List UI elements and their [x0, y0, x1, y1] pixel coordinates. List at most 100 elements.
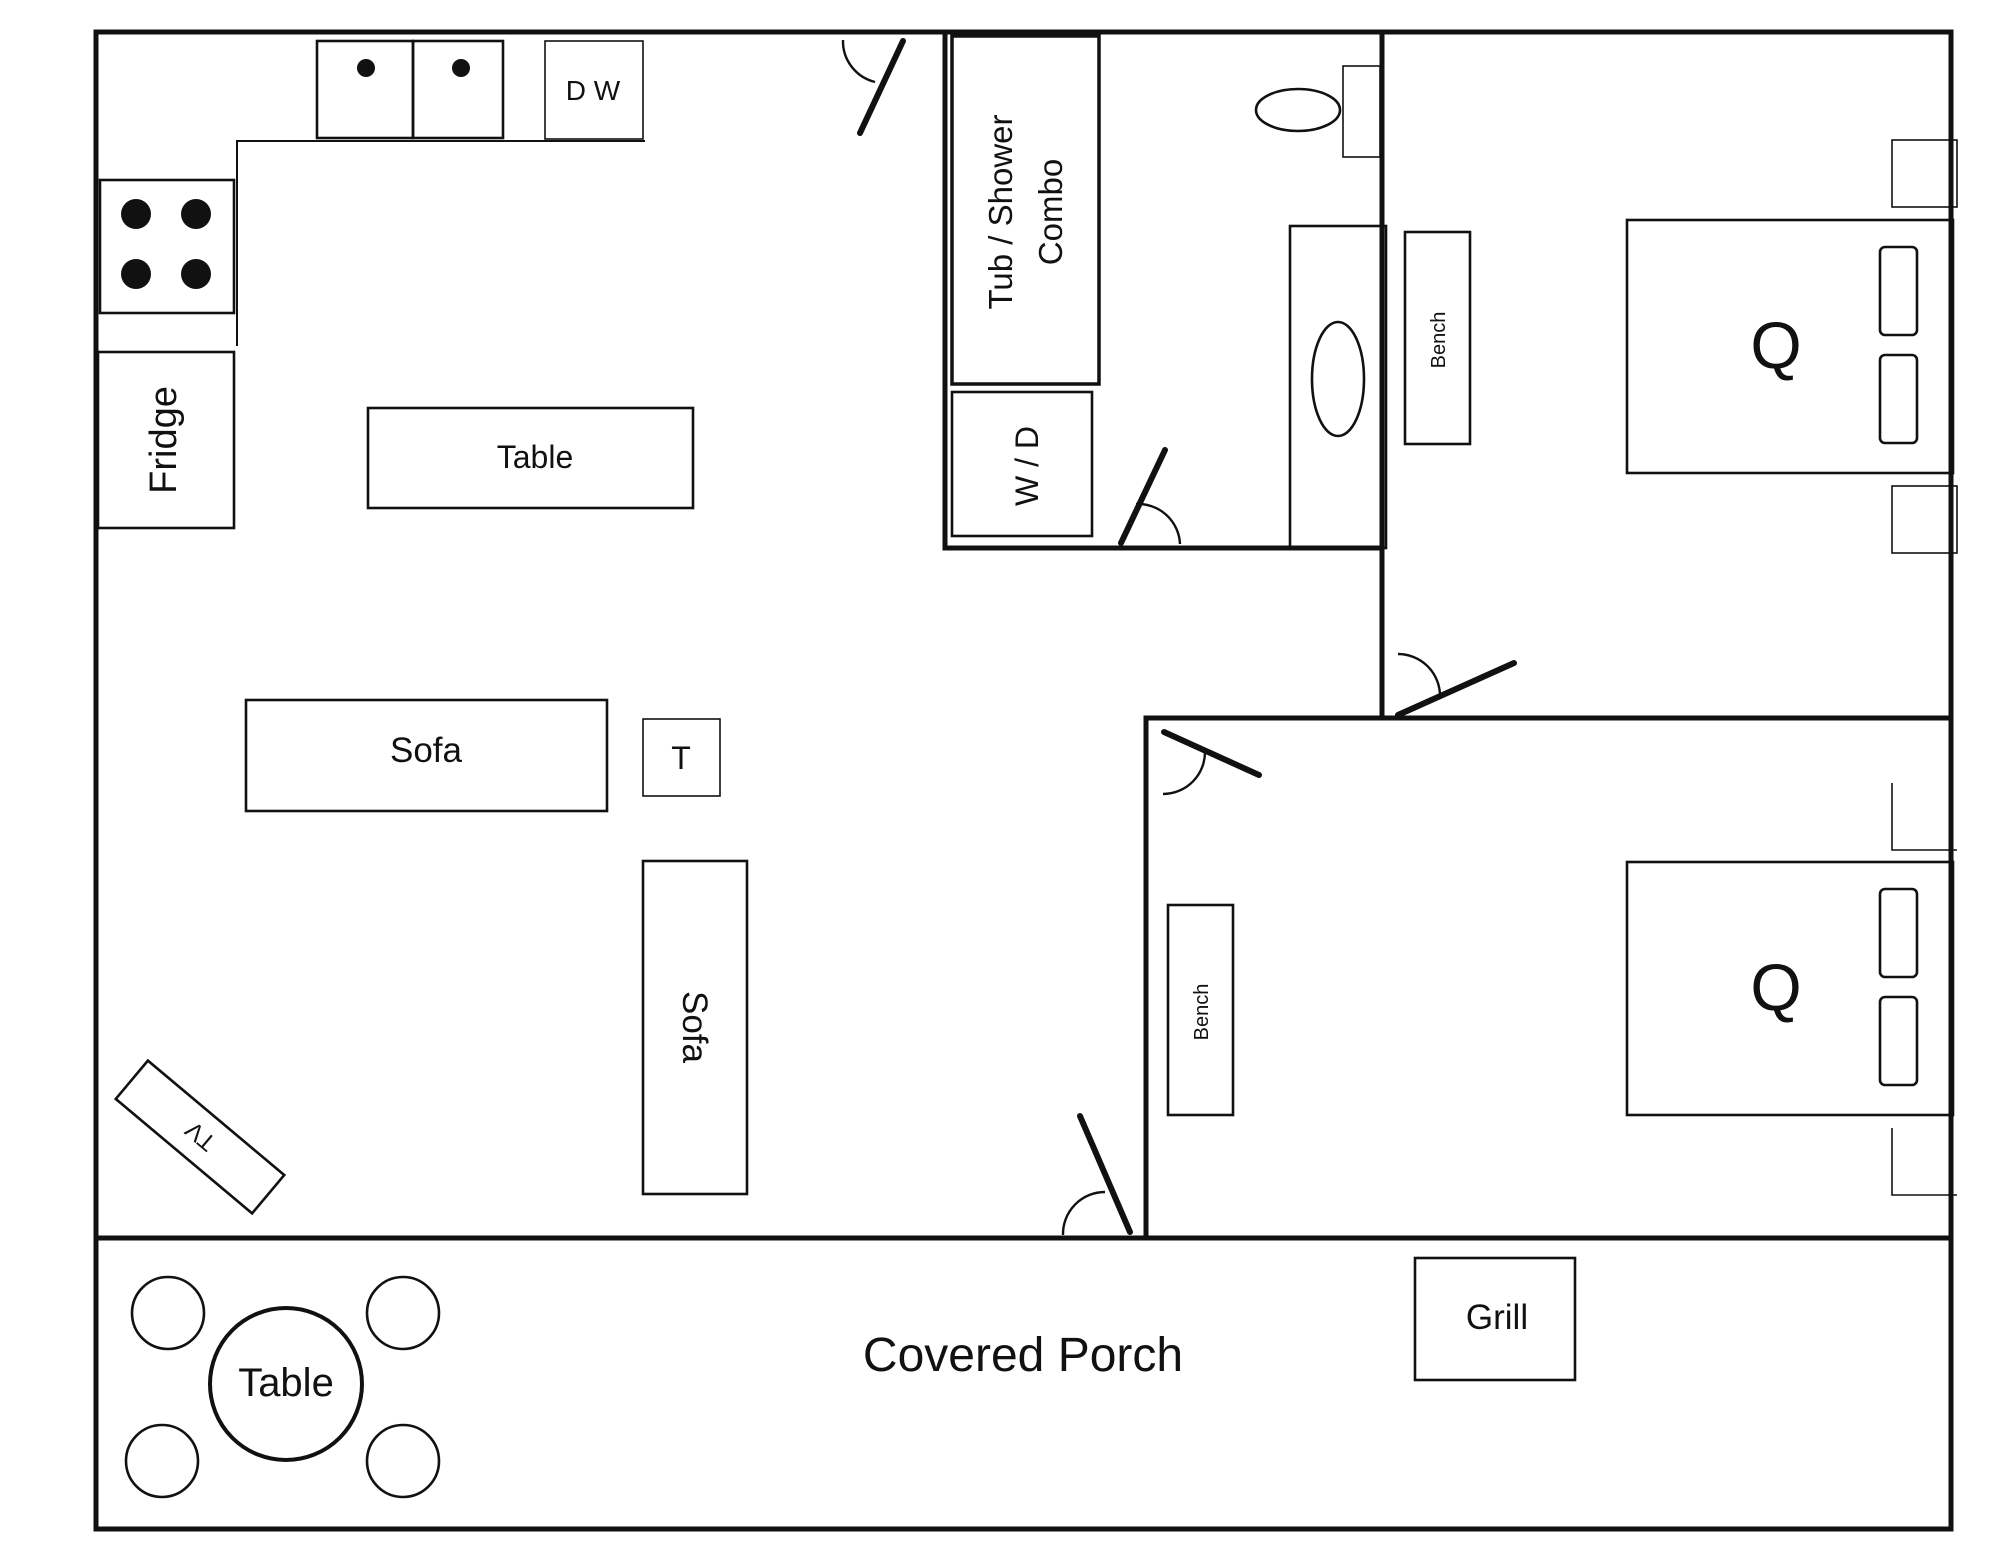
- door-bedroom-1-leaf: [1395, 660, 1517, 718]
- stove-top: [98, 178, 236, 315]
- stove: [98, 178, 236, 315]
- door-bedroom-2-swing: [1162, 751, 1207, 796]
- stove-burner-1: [121, 199, 151, 229]
- tv-label: TV: [181, 1116, 222, 1156]
- porch-table: [208, 1306, 364, 1462]
- kitchen-table-label: Table: [497, 439, 574, 475]
- door-bathroom-swing: [1135, 502, 1182, 545]
- porch-chair-3: [124, 1423, 200, 1499]
- porch-chair-2: [365, 1275, 441, 1351]
- bench-1: Bench: [1403, 230, 1472, 446]
- door-porch-leaf: [1077, 1113, 1133, 1235]
- door-porch: [1061, 1113, 1133, 1236]
- bed-2: Q: [1625, 860, 1955, 1117]
- door-kitchen-top: [841, 38, 906, 136]
- door-bedroom-2-leaf: [1161, 729, 1262, 778]
- door-bedroom-2: [1161, 729, 1262, 796]
- sofa-2: Sofa: [641, 859, 749, 1196]
- nightstand-1a: [1891, 139, 1958, 208]
- dishwasher-label: D W: [566, 75, 621, 106]
- stove-burner-4: [181, 259, 211, 289]
- bedroom-2: Bench Q: [1166, 783, 1957, 1196]
- walls: [93, 29, 1954, 1532]
- washer-dryer-box: [950, 390, 1094, 538]
- tub-label-line1: Tub / Shower: [982, 114, 1019, 309]
- porch-table-label: Table: [238, 1361, 334, 1405]
- side-table-box: [642, 718, 721, 797]
- washer-dryer: W / D: [950, 390, 1094, 538]
- tv-box: [113, 1058, 287, 1216]
- bed-2-pillow-2: [1878, 995, 1919, 1087]
- porch-chair-4: [365, 1423, 441, 1499]
- toilet-tank: [1342, 65, 1381, 158]
- bench-2-label: Bench: [1191, 984, 1213, 1041]
- fridge-label: Fridge: [143, 386, 185, 494]
- toilet-bowl: [1254, 87, 1342, 133]
- bed-2-frame: [1625, 860, 1955, 1117]
- porch-chair-1: [130, 1275, 206, 1351]
- bench-2-box: [1166, 903, 1235, 1117]
- bed-2-pillow-1: [1878, 887, 1919, 979]
- tub-label-line2: Combo: [1032, 159, 1069, 265]
- sofa-2-box: [641, 859, 749, 1196]
- grill-label: Grill: [1466, 1298, 1528, 1337]
- tv: TV: [113, 1058, 287, 1216]
- side-table: T: [642, 718, 721, 797]
- door-bedroom-1: [1395, 652, 1517, 718]
- bed-1-frame: [1625, 218, 1955, 475]
- stove-burner-3: [121, 259, 151, 289]
- bed-1-label: Q: [1750, 308, 1801, 382]
- tub-shower: Tub / Shower Combo: [950, 34, 1101, 386]
- living-area: Sofa T Sofa TV: [113, 698, 749, 1216]
- grill: Grill: [1413, 1256, 1577, 1382]
- grill-box: [1413, 1256, 1577, 1382]
- dishwasher: D W: [544, 40, 644, 140]
- side-table-label: T: [671, 740, 691, 776]
- bench-1-box: [1403, 230, 1472, 446]
- dishwasher-box: [544, 40, 644, 140]
- nightstand-1b: [1891, 485, 1958, 554]
- bathroom: Tub / Shower Combo W / D: [950, 34, 1388, 550]
- door-porch-swing: [1061, 1190, 1106, 1236]
- kitchen: D W Fridge Table: [96, 39, 695, 530]
- covered-porch: Covered Porch Table Grill: [124, 1256, 1577, 1499]
- vanity-counter: [1288, 224, 1388, 550]
- toilet: [1254, 65, 1381, 158]
- vanity: [1288, 224, 1388, 550]
- sink: [315, 39, 505, 140]
- sink-basin-right: [411, 39, 505, 140]
- nightstand-2a: [1891, 783, 1957, 851]
- fridge-box: [96, 350, 236, 530]
- bench-2: Bench: [1166, 903, 1235, 1117]
- nightstand-2b: [1891, 1128, 1957, 1196]
- doors: [841, 38, 1517, 1236]
- tub-box: [950, 34, 1101, 386]
- sink-drain-left: [357, 59, 375, 77]
- sink-basin-left: [315, 39, 415, 140]
- vanity-sink: [1310, 320, 1366, 438]
- bed-1: Q: [1625, 218, 1955, 475]
- bed-1-pillow-1: [1878, 245, 1919, 337]
- door-bedroom-1-swing: [1397, 652, 1442, 697]
- sofa-1-label: Sofa: [390, 731, 463, 770]
- sofa-1: Sofa: [244, 698, 609, 813]
- porch-table-set: Table: [124, 1275, 441, 1499]
- bed-2-label: Q: [1750, 950, 1801, 1024]
- bedroom-1: Bench Q: [1403, 139, 1958, 554]
- door-kitchen-top-leaf: [857, 38, 906, 136]
- bench-1-label: Bench: [1428, 312, 1450, 369]
- washer-dryer-label: W / D: [1009, 426, 1045, 506]
- porch-label: Covered Porch: [863, 1329, 1183, 1382]
- sofa-1-box: [244, 698, 609, 813]
- sofa-2-label: Sofa: [675, 991, 714, 1064]
- door-bathroom-leaf: [1118, 447, 1168, 546]
- kitchen-table-top: [366, 406, 695, 510]
- fridge: Fridge: [96, 350, 236, 530]
- door-kitchen-top-swing: [841, 39, 876, 84]
- stove-burner-2: [181, 199, 211, 229]
- kitchen-table: Table: [366, 406, 695, 510]
- kitchen-counter: [236, 140, 645, 346]
- sink-drain-right: [452, 59, 470, 77]
- bed-1-pillow-2: [1878, 353, 1919, 445]
